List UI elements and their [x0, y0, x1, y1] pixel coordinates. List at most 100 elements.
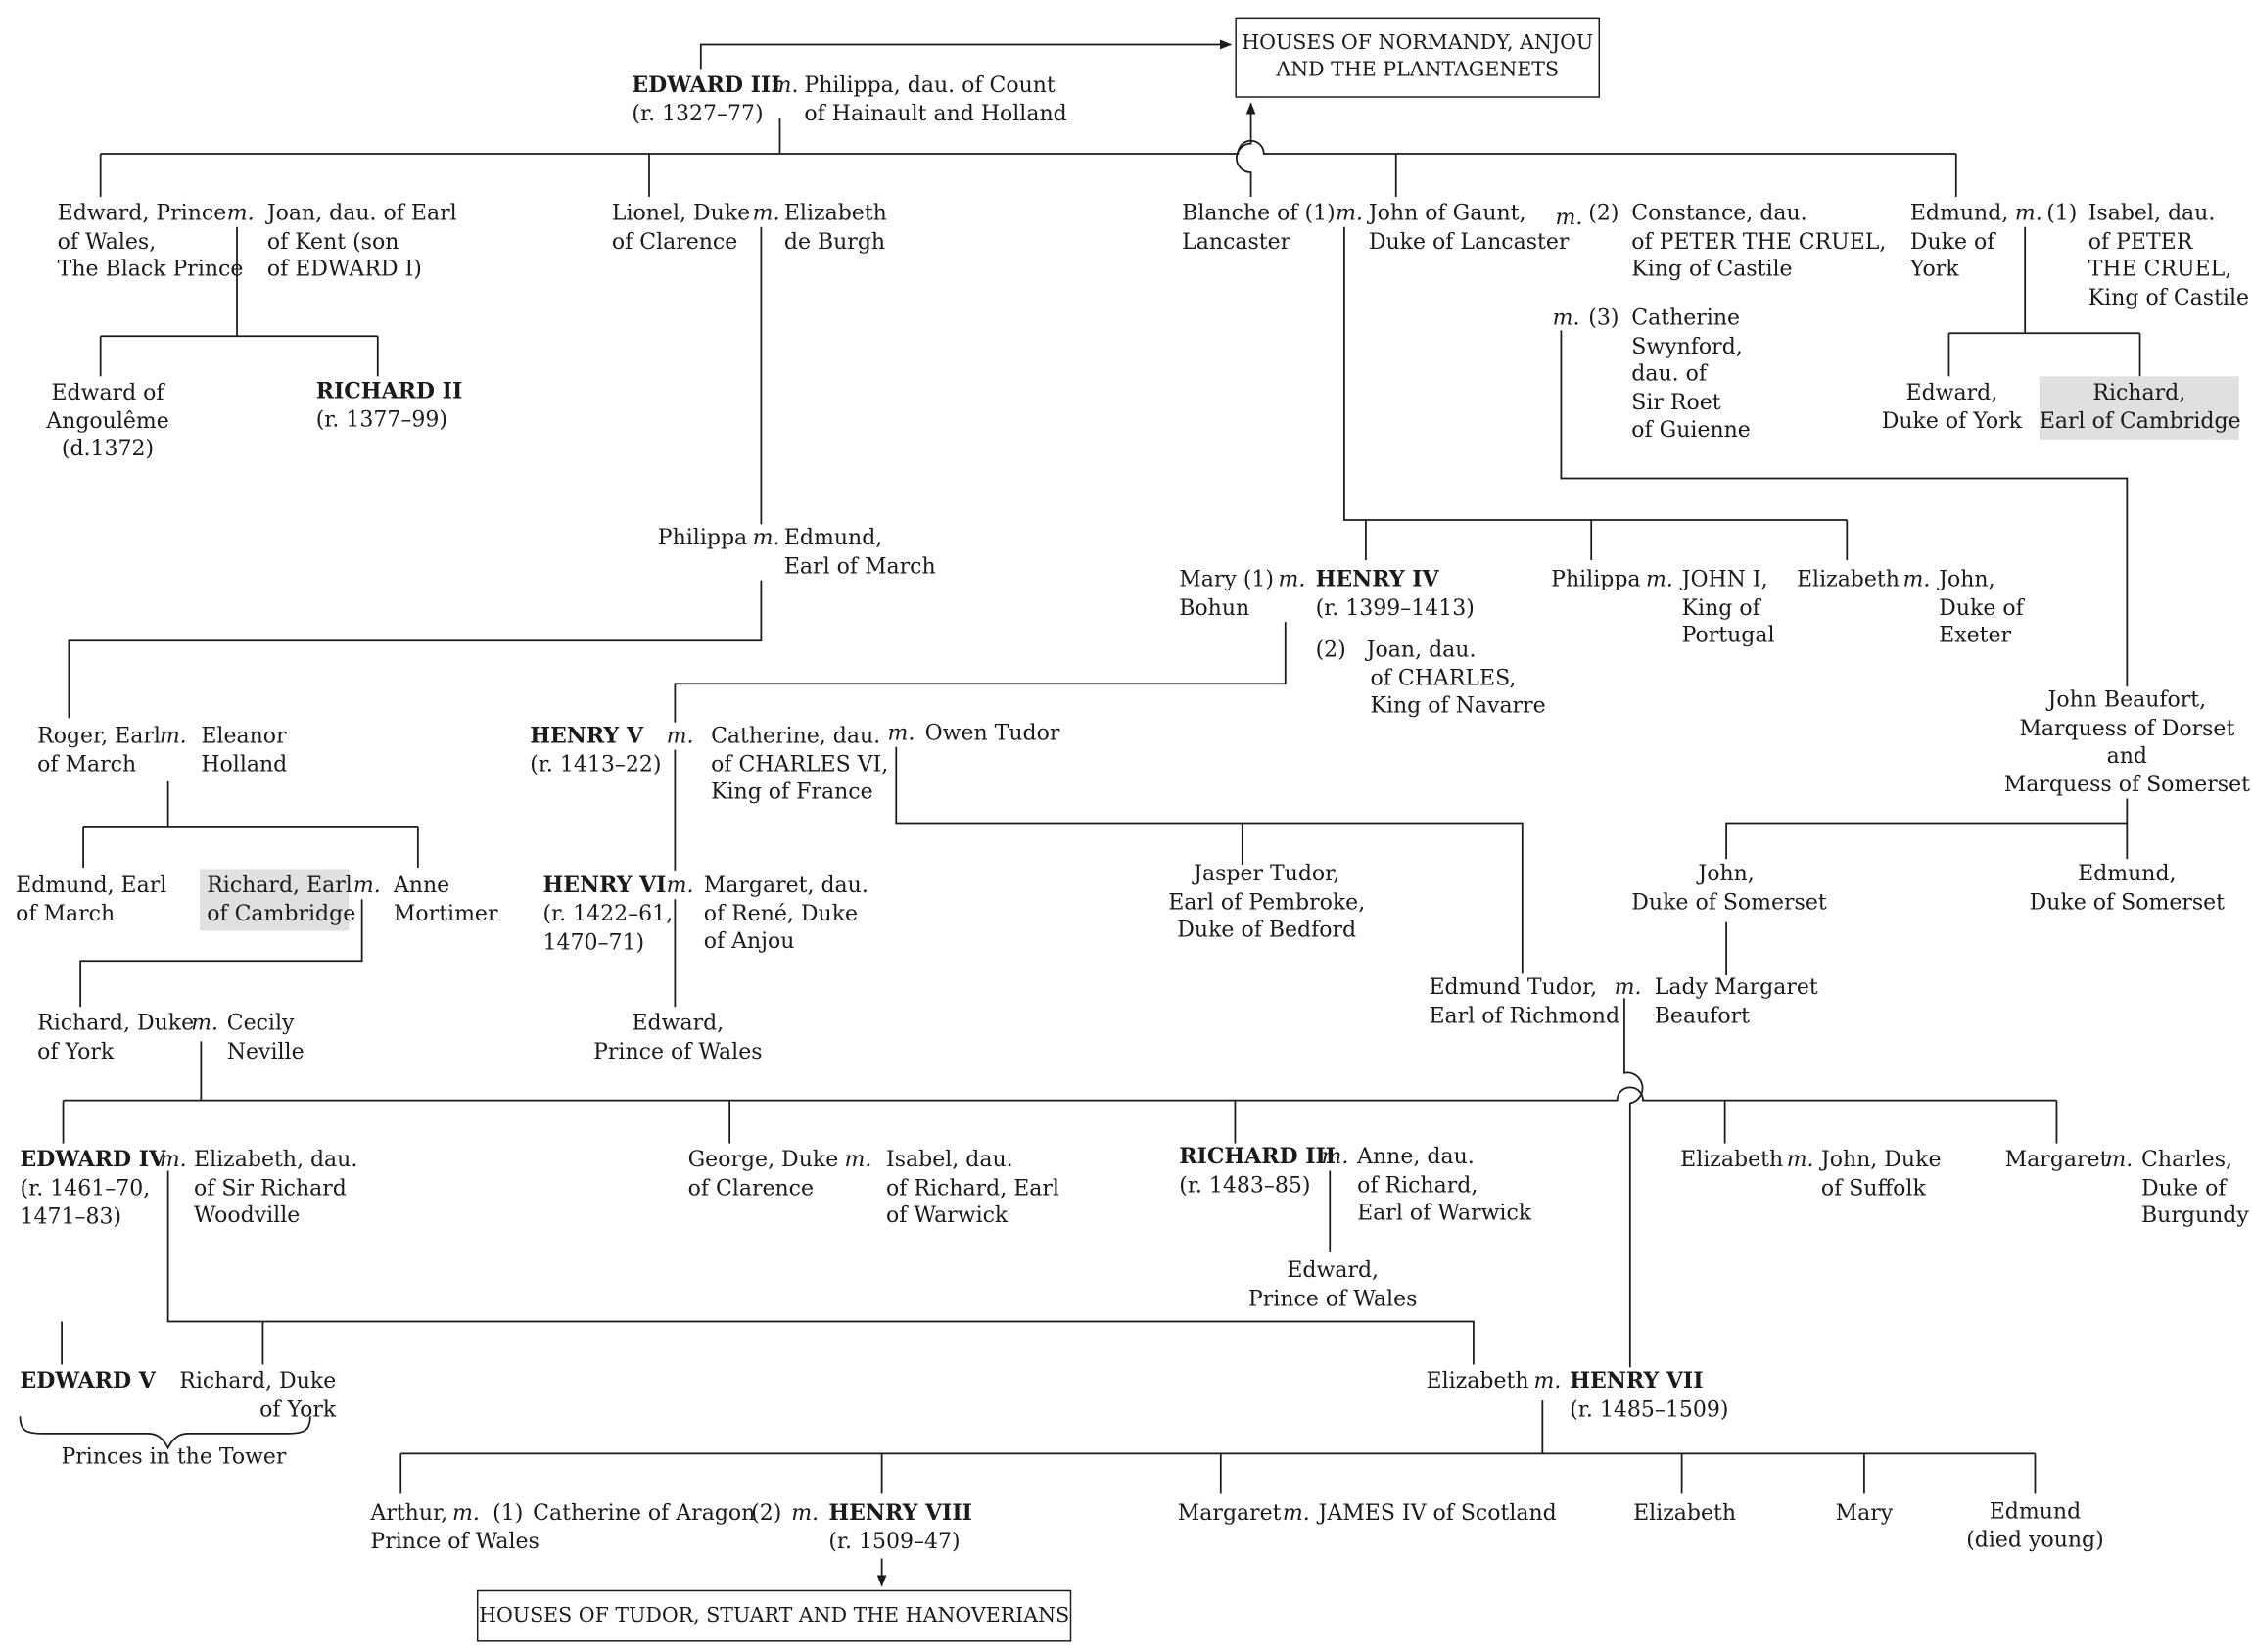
marriage-symbol: m. [752, 524, 780, 550]
marriage-symbol: m. [226, 199, 255, 226]
charles-duke-of-burgundy: Charles, Duke of Burgundy [2140, 1146, 2249, 1229]
henry-vi: HENRY VI [542, 872, 667, 898]
marriage-symbol: m. [752, 199, 780, 226]
henry-vii-reign: (r. 1485–1509) [1570, 1395, 1729, 1423]
philippa-of-hainault: Philippa, dau. of Count of Hainault and … [804, 71, 1067, 126]
henry-vii: HENRY VII [1570, 1367, 1704, 1393]
blanche-of-lancaster: Blanche of (1) Lancaster [1182, 199, 1336, 254]
john-beaufort: John Beaufort, Marquess of Dorset and Ma… [2003, 686, 2250, 797]
marriage-symbol: m. [191, 1010, 218, 1036]
marriage-symbol: m. [452, 1499, 480, 1526]
york-children-bar [63, 1086, 2057, 1102]
arthur-marriage-1: (1) [493, 1499, 524, 1526]
marriage-symbol: m. [2014, 199, 2042, 226]
richard-earl-of-cambridge: Richard, Earl of Cambridge [199, 869, 355, 931]
elizabeth-woodville: Elizabeth, dau. of Sir Richard Woodville [194, 1146, 358, 1229]
henry-viii-reign: (r. 1509–47) [828, 1528, 961, 1555]
joan-of-kent: Joan, dau. of Earl of Kent (son of EDWAR… [266, 199, 457, 282]
edward-v: EDWARD V [20, 1367, 156, 1393]
richard-duke-of-york: Richard, Duke of York [37, 1010, 195, 1064]
lionel-duke-of-clarence: Lionel, Duke of Clarence [611, 199, 751, 254]
marriage-symbol: m. [666, 722, 694, 749]
joan-of-navarre: (2) Joan, dau. of CHARLES, King of Navar… [1315, 636, 1546, 719]
cecily-neville: Cecily Neville [226, 1010, 305, 1064]
tudor-stuart-link-box[interactable]: HOUSES OF TUDOR, STUART AND THE HANOVERI… [476, 1589, 1072, 1642]
edward-black-prince: Edward, Prince of Wales, The Black Princ… [57, 199, 244, 282]
marriage-symbol: m. [1278, 565, 1306, 592]
jasper-tudor: Jasper Tudor, Earl of Pembroke, Duke of … [1168, 860, 1366, 943]
edward-prince-of-wales-son-of-richard-iii: Edward, Prince of Wales [1247, 1256, 1418, 1311]
catherine-swynford: Catherine Swynford, dau. of Sir Roet of … [1631, 304, 1751, 443]
john-duke-of-suffolk: John, Duke of Suffolk [1820, 1146, 1942, 1201]
edward-iv-reign: (r. 1461–70, 1471–83) [20, 1174, 151, 1229]
henry-iv-reign: (r. 1399–1413) [1315, 594, 1475, 621]
henry-v: HENRY V [530, 722, 643, 749]
marriage-symbol: m. [1321, 1143, 1349, 1169]
henry-v-reign: (r. 1413–22) [530, 751, 662, 778]
john-duke-of-somerset: John, Duke of Somerset [1631, 860, 1827, 915]
henry-vi-reign: (r. 1422–61, 1470–71) [542, 900, 674, 955]
margaret-of-york: Margaret [2004, 1146, 2109, 1172]
henry-iv: HENRY IV [1315, 565, 1439, 592]
marriage-symbol: m. [1786, 1146, 1814, 1172]
roger-earl-of-march: Roger, Earl of March [37, 722, 161, 777]
plantagenets-link-box[interactable]: HOUSES OF NORMANDY, ANJOU AND THE PLANTA… [1235, 17, 1601, 98]
elizabeth-de-burgh: Elizabeth de Burgh [783, 199, 887, 254]
marriage-symbol: m. [1555, 204, 1583, 230]
edward-iii-reign: (r. 1327–77) [632, 100, 764, 127]
tudor-line [1623, 998, 1644, 1368]
princes-in-the-tower-label: Princes in the Tower [61, 1443, 287, 1470]
john-of-gaunt: John of Gaunt, Duke of Lancaster [1368, 199, 1570, 254]
james-iv-of-scotland: JAMES IV of Scotland [1318, 1499, 1557, 1526]
edward-duke-of-york: Edward, Duke of York [1881, 379, 2023, 434]
princes-brace [19, 1416, 311, 1450]
anne-neville: Anne, dau. of Richard, Earl of Warwick [1357, 1143, 1532, 1226]
marriage-symbol: m. [159, 722, 187, 749]
blanche-up-arrow [1236, 102, 1256, 197]
marriage-symbol: m. [1533, 1367, 1562, 1393]
elizabeth-of-york-suffolk: Elizabeth [1680, 1146, 1784, 1172]
anne-mortimer: Anne Mortimer [393, 872, 498, 926]
margaret-tudor: Margaret [1177, 1499, 1282, 1526]
edmund-duke-of-somerset: Edmund, Duke of Somerset [2029, 860, 2226, 915]
marriage-symbol: m. [1645, 565, 1673, 592]
edmund-duke-of-york: Edmund, Duke of York [1909, 199, 2009, 282]
richard-ii: RICHARD II [315, 377, 463, 404]
edmund-died-young: Edmund (died young) [1966, 1497, 2104, 1552]
aragon-marriage-2: (2) [751, 1499, 782, 1526]
marriage-symbol: m. [844, 1146, 872, 1172]
edward-iv: EDWARD IV [20, 1146, 166, 1172]
margaret-of-anjou: Margaret, dau. of René, Duke of Anjou [703, 872, 868, 954]
eleanor-holland: Eleanor Holland [201, 722, 288, 777]
elizabeth-of-lancaster: Elizabeth [1796, 565, 1900, 592]
edward-iii: EDWARD III [632, 71, 781, 98]
marriage-symbol: m. [791, 1499, 820, 1526]
edward-prince-of-wales-son-of-henry-vi: Edward, Prince of Wales [593, 1010, 763, 1064]
link-to-plantagenets [699, 39, 1233, 70]
henry-viii: HENRY VIII [828, 1499, 972, 1526]
lady-margaret-beaufort: Lady Margaret Beaufort [1654, 973, 1818, 1028]
marriage-symbol: m. [2105, 1146, 2134, 1172]
elizabeth-tudor: Elizabeth [1633, 1499, 1737, 1526]
richard-earl-of-cambridge-highlight: Richard, Earl of Cambridge [2039, 376, 2241, 440]
marriage-symbol: m. [1336, 199, 1363, 226]
richard-iii: RICHARD III [1179, 1143, 1337, 1169]
gaunt-marriage-3: (3) [1588, 304, 1619, 331]
george-duke-of-clarence: George, Duke of Clarence [687, 1146, 839, 1201]
marriage-symbol: m. [1552, 304, 1580, 331]
philippa-countess-of-march: Philippa [657, 524, 748, 550]
edward3-children-bar [100, 139, 1956, 155]
mary-bohun: Mary (1) Bohun [1179, 565, 1275, 620]
marriage-symbol: m. [1282, 1499, 1310, 1526]
constance-of-castile: Constance, dau. of PETER THE CRUEL, King… [1631, 199, 1887, 282]
york-marriage-1: (1) [2046, 199, 2078, 226]
marriage-symbol: m. [771, 71, 799, 98]
richard-iii-reign: (r. 1483–85) [1179, 1171, 1311, 1199]
marriage-symbol: m. [1902, 565, 1931, 592]
richard-duke-of-york-prince: Richard, Duke of York [179, 1367, 337, 1422]
philippa-of-lancaster: Philippa [1551, 565, 1641, 592]
richard-ii-reign: (r. 1377–99) [315, 406, 447, 433]
edmund-earl-of-march-younger: Edmund, Earl of March [16, 872, 167, 926]
edward-of-angouleme: Edward of Angoulême (d.1372) [46, 379, 169, 461]
